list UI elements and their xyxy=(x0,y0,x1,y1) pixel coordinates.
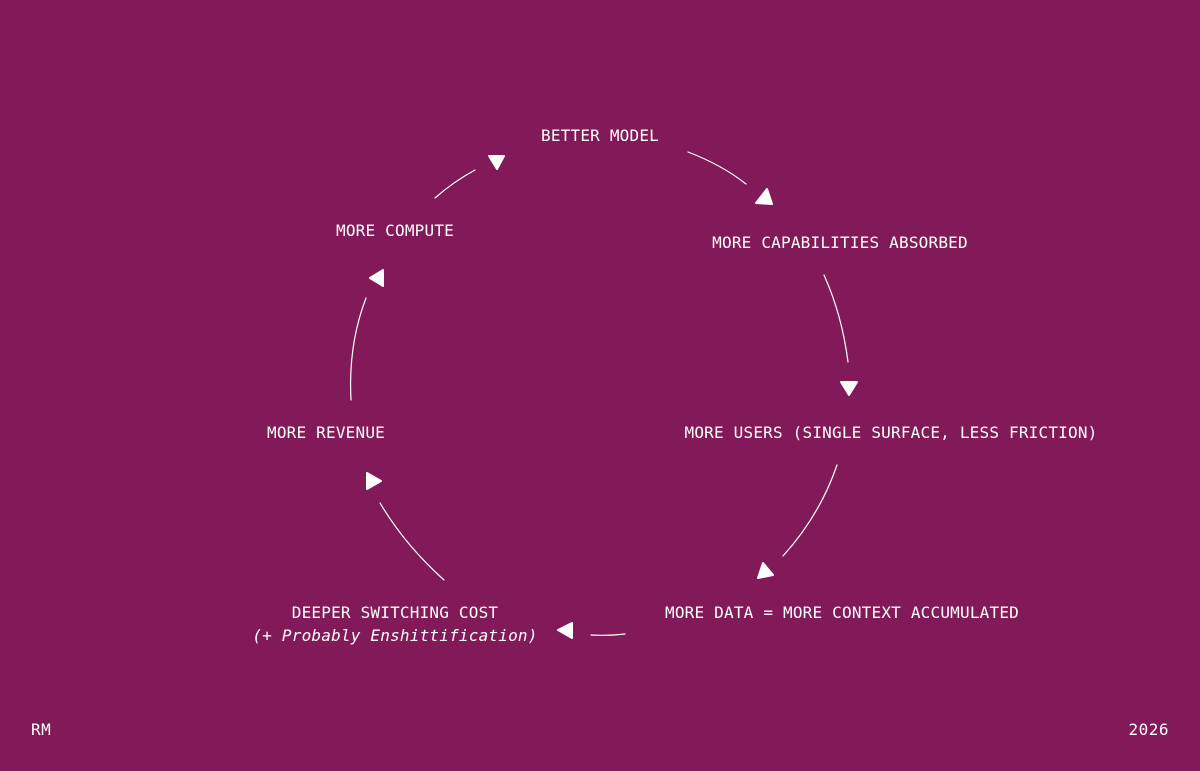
arrow-head-icon xyxy=(369,269,384,287)
arrow-revenue-to-compute xyxy=(350,269,384,401)
arrow-capabilities-to-users xyxy=(823,274,858,396)
node-more-capabilities: MORE CAPABILITIES ABSORBED xyxy=(712,233,968,252)
arrow-head-icon xyxy=(488,155,505,170)
node-deeper-switching-subtitle: (+ Probably Enshittification) xyxy=(252,626,538,645)
node-more-compute: MORE COMPUTE xyxy=(336,221,454,240)
node-more-revenue: MORE REVENUE xyxy=(267,423,385,442)
year-label: 2026 xyxy=(1128,720,1169,739)
arrow-head-icon xyxy=(557,622,573,639)
arrow-model-to-capabilities xyxy=(687,151,773,205)
node-more-users: MORE USERS (SINGLE SURFACE, LESS FRICTIO… xyxy=(684,423,1098,442)
arrow-head-icon xyxy=(366,472,382,490)
node-deeper-switching-cost: DEEPER SWITCHING COST (+ Probably Enshit… xyxy=(252,603,537,646)
arrow-compute-to-model xyxy=(434,155,505,199)
author-initials: RM xyxy=(31,720,52,739)
arrow-data-to-switching xyxy=(557,622,626,639)
node-more-data: MORE DATA = MORE CONTEXT ACCUMULATED xyxy=(665,603,1019,622)
arrow-users-to-data xyxy=(757,464,838,579)
arrow-head-icon xyxy=(757,562,774,579)
arrow-head-icon xyxy=(840,381,858,396)
node-better-model: BETTER MODEL xyxy=(541,126,659,145)
arrow-switching-to-revenue xyxy=(366,472,445,581)
node-deeper-switching-title: DEEPER SWITCHING COST xyxy=(291,603,499,622)
arrow-head-icon xyxy=(755,188,773,205)
